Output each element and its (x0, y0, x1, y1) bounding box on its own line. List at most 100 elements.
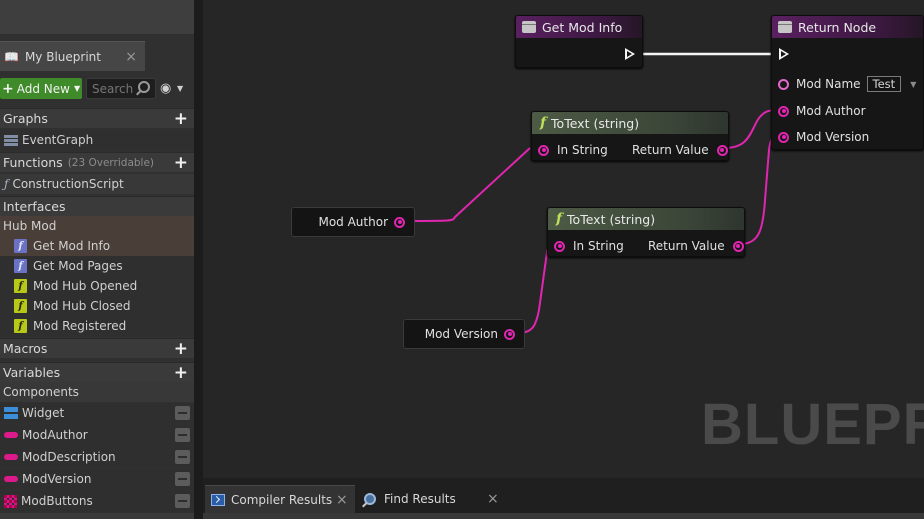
add-new-button[interactable]: + Add New ▼ (0, 78, 82, 99)
add-function-icon[interactable]: + (173, 152, 188, 173)
panel-top-strip (0, 0, 194, 34)
item-label: Mod Registered (33, 319, 127, 333)
pin-mod-version[interactable]: Mod Version (778, 130, 869, 144)
plus-icon: + (2, 80, 14, 97)
widget-icon (4, 407, 18, 419)
section-macros[interactable]: Macros + (0, 338, 194, 358)
function-icon: f (14, 259, 27, 273)
mod-name-value-field[interactable]: Test (866, 76, 902, 92)
visibility-toggle[interactable] (175, 428, 190, 442)
interface-category-hub-mod[interactable]: Hub Mod (0, 216, 194, 236)
variable-item-modauthor[interactable]: ModAuthor (0, 425, 194, 445)
variable-icon (4, 476, 18, 482)
item-label: ModButtons (21, 494, 93, 508)
panel-splitter[interactable] (194, 0, 203, 519)
variable-item-modversion[interactable]: ModVersion (0, 469, 194, 489)
add-macro-icon[interactable]: + (173, 338, 188, 359)
visibility-toggle[interactable] (175, 406, 190, 420)
category-label: Hub Mod (3, 219, 57, 233)
event-icon: f (14, 299, 27, 313)
pin-return-value[interactable]: Return Value (648, 239, 744, 253)
close-icon[interactable]: × (336, 491, 348, 508)
node-header[interactable]: Return Node (772, 16, 923, 38)
sidebar-item-mod-hub-opened[interactable]: f Mod Hub Opened (0, 276, 194, 296)
node-header[interactable]: f ToText (string) (532, 112, 728, 134)
sidebar-item-mod-registered[interactable]: f Mod Registered (0, 316, 194, 336)
close-icon[interactable]: × (487, 491, 499, 507)
tab-label: My Blueprint (24, 49, 101, 64)
section-graphs[interactable]: Graphs + (0, 108, 194, 128)
item-label: Mod Hub Opened (33, 279, 138, 293)
variable-item-moddescription[interactable]: ModDescription (0, 447, 194, 467)
event-node-icon (522, 21, 536, 33)
sidebar-item-get-mod-pages[interactable]: f Get Mod Pages (0, 256, 194, 276)
visibility-toggle[interactable] (175, 450, 190, 464)
panel-scroll-edge (0, 513, 194, 519)
add-new-label: Add New (16, 81, 70, 96)
node-return[interactable]: Return Node Mod Name Test ▼ Mod Author M… (771, 15, 924, 150)
tab-label: Find Results (384, 492, 456, 506)
node-title: Get Mod Info (542, 19, 623, 35)
add-variable-icon[interactable]: + (173, 362, 188, 383)
wire-totext2-to-return-version (739, 135, 777, 245)
visibility-toggle[interactable] (175, 472, 190, 486)
pin-mod-name[interactable]: Mod Name Test ▼ (778, 76, 916, 92)
sidebar-item-get-mod-info[interactable]: f Get Mod Info (0, 236, 194, 256)
variable-item-widget[interactable]: Widget (0, 403, 194, 423)
section-label: Functions (3, 155, 63, 170)
section-label: Interfaces (3, 199, 66, 214)
item-label: Mod Hub Closed (33, 299, 131, 313)
exec-in-pin[interactable] (778, 48, 790, 60)
string-pin-icon (554, 240, 565, 252)
close-icon[interactable]: × (125, 48, 137, 65)
node-totext-version[interactable]: f ToText (string) In String Return Value (547, 207, 745, 257)
section-variables[interactable]: Variables + (0, 362, 194, 382)
node-var-mod-version[interactable]: Mod Version (403, 319, 525, 349)
pin-label: Return Value (648, 239, 725, 253)
string-pin-icon[interactable] (394, 216, 405, 228)
search-icon (364, 493, 376, 505)
pin-in-string[interactable]: In String (538, 143, 608, 157)
chevron-down-icon[interactable]: ▼ (177, 84, 184, 93)
event-node-icon (778, 21, 792, 33)
tab-my-blueprint[interactable]: 📖 My Blueprint × (0, 41, 145, 71)
string-pin-icon[interactable] (504, 328, 515, 340)
exec-pin-icon (624, 48, 636, 60)
section-interfaces[interactable]: Interfaces (0, 196, 194, 216)
function-icon: f (556, 211, 563, 227)
chevron-down-icon: ▼ (73, 84, 81, 93)
pin-return-value[interactable]: Return Value (632, 143, 728, 157)
function-icon: ƒ (4, 177, 9, 191)
chevron-down-icon[interactable]: ▼ (910, 79, 917, 89)
sidebar-item-eventgraph[interactable]: EventGraph (0, 130, 194, 150)
tab-find-results[interactable]: Find Results × (360, 485, 510, 513)
item-label: EventGraph (22, 133, 94, 147)
node-var-mod-author[interactable]: Mod Author (291, 207, 415, 237)
pin-label: Mod Version (796, 130, 870, 144)
node-header[interactable]: Get Mod Info (516, 16, 642, 38)
sidebar-item-constructionscript[interactable]: ƒ ConstructionScript (0, 174, 194, 194)
eye-icon[interactable]: ◉ (160, 81, 172, 96)
tab-compiler-results[interactable]: Compiler Results × (205, 485, 355, 513)
exec-out-pin[interactable] (624, 48, 636, 60)
add-graph-icon[interactable]: + (173, 108, 188, 129)
bottom-panel-content-edge (203, 513, 924, 519)
terminal-icon (211, 493, 225, 506)
node-totext-author[interactable]: f ToText (string) In String Return Value (531, 111, 729, 161)
section-functions[interactable]: Functions (23 Overridable) + (0, 152, 194, 172)
visibility-toggle[interactable] (175, 494, 190, 508)
node-header[interactable]: f ToText (string) (548, 208, 744, 230)
node-get-mod-info[interactable]: Get Mod Info (515, 15, 643, 68)
blueprint-graph-canvas[interactable]: BLUEPRI Get Mod Info Return Node Mod Nam… (203, 0, 924, 478)
variable-item-modbuttons[interactable]: ModButtons (0, 491, 194, 511)
text-pin-icon (716, 144, 728, 156)
search-icon[interactable] (138, 81, 150, 93)
pin-mod-author[interactable]: Mod Author (778, 104, 866, 118)
variable-icon (4, 432, 18, 438)
pin-label: Mod Name (796, 77, 861, 91)
variable-category-components[interactable]: Components (0, 382, 194, 402)
pin-label: Return Value (632, 143, 709, 157)
variable-label: Mod Version (424, 327, 498, 341)
pin-in-string[interactable]: In String (554, 239, 624, 253)
sidebar-item-mod-hub-closed[interactable]: f Mod Hub Closed (0, 296, 194, 316)
